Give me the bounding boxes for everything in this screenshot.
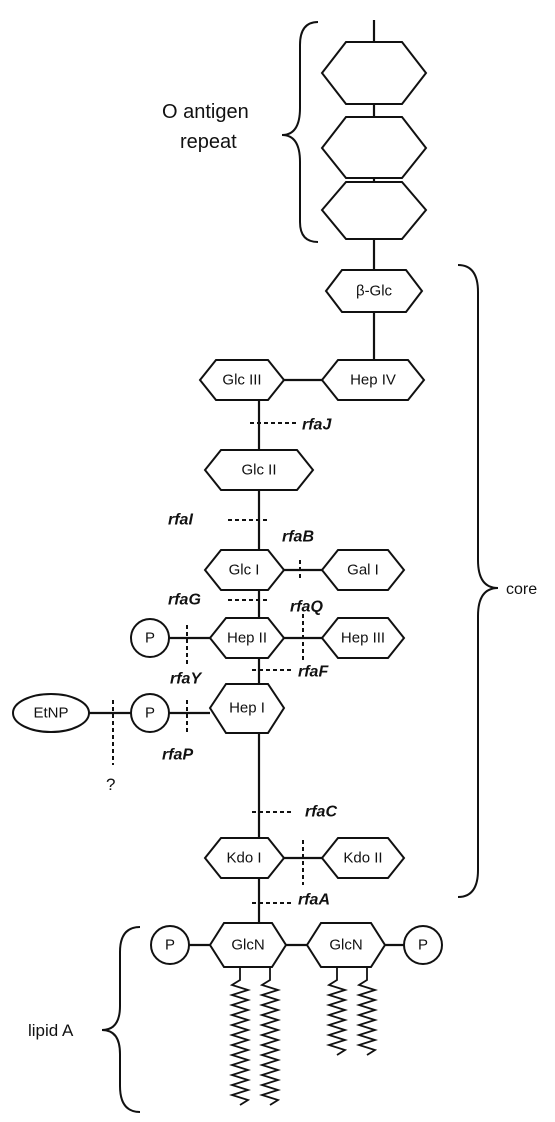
node-glc-ii: Glc II — [203, 449, 315, 491]
node-p-hep-ii-label: P — [145, 630, 155, 647]
node-gal-i-label: Gal I — [347, 562, 379, 579]
node-kdo-i: Kdo I — [203, 837, 286, 879]
gene-rfaB: rfaB — [282, 529, 314, 546]
node-glc-ii-label: Glc II — [241, 462, 276, 479]
brace-core — [457, 264, 499, 898]
node-glc-iii-label: Glc III — [222, 372, 261, 389]
gene-rfaY: rfaY — [170, 671, 202, 688]
gene-rfaQ: rfaQ — [290, 599, 323, 616]
oantigen-label-line-1: O antigen — [162, 101, 249, 123]
node-glc-i-label: Glc I — [229, 562, 260, 579]
node-hep-iii: Hep III — [320, 617, 406, 659]
node-p-hep-i-label: P — [145, 705, 155, 722]
node-p-lipid-left-label: P — [165, 937, 175, 954]
node-hep-iv-label: Hep IV — [350, 372, 396, 389]
node-kdo-ii-label: Kdo II — [343, 850, 382, 867]
core-label: core — [506, 581, 537, 598]
gene-rfaJ: rfaJ — [302, 417, 332, 434]
node-hep-iii-label: Hep III — [341, 630, 385, 647]
node-p-lipid-right-label: P — [418, 937, 428, 954]
oantigen-label-line-2: repeat — [180, 131, 237, 153]
node-beta-glc: β-Glc — [324, 269, 424, 313]
gene-labels: rfaJ rfaI rfaB rfaG rfaQ rfaY rfaF rfaP … — [162, 417, 337, 909]
acyl-chain-3 — [325, 967, 349, 1056]
node-hep-ii: Hep II — [208, 617, 286, 659]
node-etnp: EtNP — [12, 693, 90, 733]
node-glc-iii: Glc III — [198, 359, 286, 401]
node-kdo-i-label: Kdo I — [226, 850, 261, 867]
acyl-chain-1 — [228, 967, 252, 1106]
node-glc-i: Glc I — [203, 549, 286, 591]
gene-rfaA: rfaA — [298, 892, 330, 909]
lipid-a-label: lipid A — [28, 1021, 74, 1040]
acyl-chain-4 — [355, 967, 379, 1056]
node-glcn-left: GlcN — [208, 922, 288, 968]
oantigen-unit-1 — [320, 41, 428, 105]
node-gal-i: Gal I — [320, 549, 406, 591]
node-hep-ii-label: Hep II — [227, 630, 267, 647]
node-hep-iv: Hep IV — [320, 359, 426, 401]
unknown-mark: ? — [106, 775, 115, 794]
gene-rfaG: rfaG — [168, 592, 201, 609]
gene-rfaF: rfaF — [298, 664, 329, 681]
oantigen-units — [320, 41, 428, 240]
node-glcn-right: GlcN — [305, 922, 387, 968]
gene-rfaI: rfaI — [168, 512, 193, 529]
node-etnp-label: EtNP — [33, 705, 68, 722]
cleavage-lines — [112, 422, 304, 904]
node-p-hep-ii: P — [130, 618, 170, 658]
node-hep-i-label: Hep I — [229, 700, 265, 717]
node-kdo-ii: Kdo II — [320, 837, 406, 879]
node-glcn-right-label: GlcN — [329, 937, 362, 954]
oantigen-unit-3 — [320, 181, 428, 240]
node-glcn-left-label: GlcN — [231, 937, 264, 954]
node-p-lipid-left: P — [150, 925, 190, 965]
gene-rfaC: rfaC — [305, 804, 337, 821]
gene-rfaP: rfaP — [162, 747, 193, 764]
brace-oantigen — [281, 21, 319, 243]
node-hep-i: Hep I — [208, 683, 286, 734]
oantigen-unit-2 — [320, 116, 428, 179]
acyl-chain-2 — [258, 967, 282, 1106]
acyl-chains — [228, 967, 379, 1106]
node-p-lipid-right: P — [403, 925, 443, 965]
node-p-hep-i: P — [130, 693, 170, 733]
brace-lipid-a — [101, 926, 141, 1113]
node-beta-glc-label: β-Glc — [356, 283, 393, 300]
